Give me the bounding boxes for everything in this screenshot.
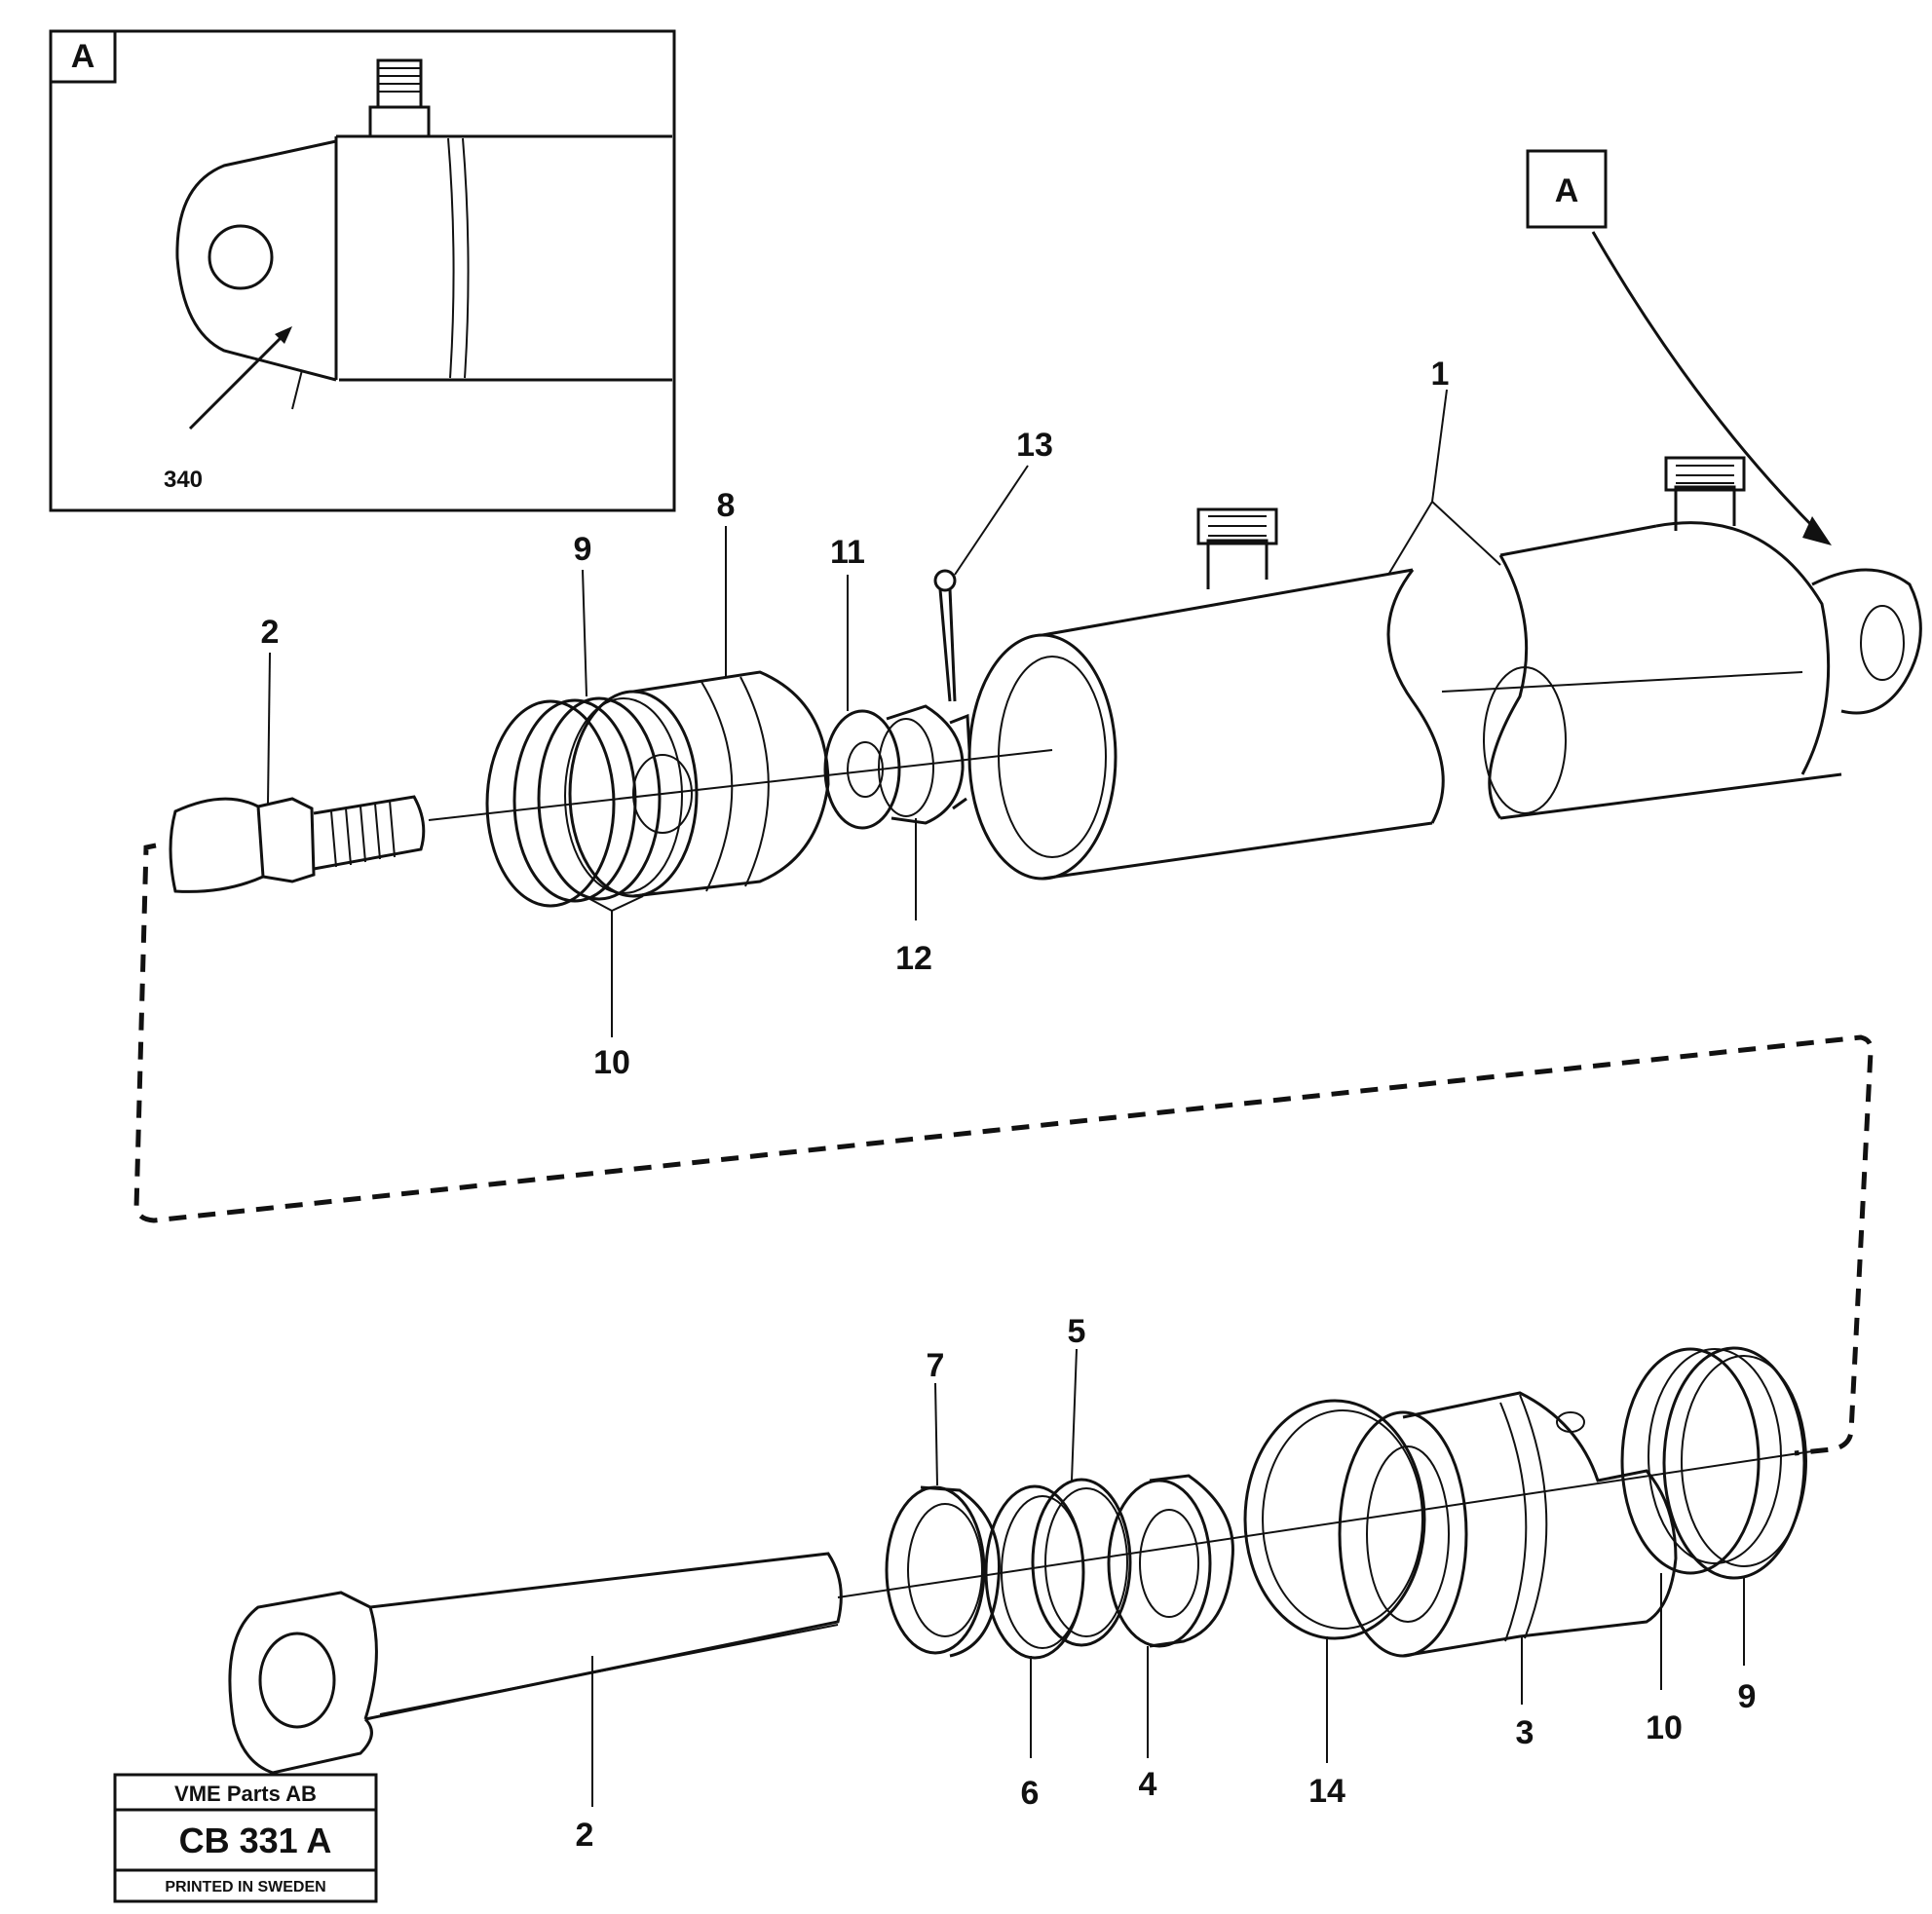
seal-rings-bottom — [1620, 1346, 1807, 1580]
washer — [823, 709, 901, 830]
main-view-flag-letter: A — [1555, 172, 1579, 209]
title-block: VME Parts AB CB 331 A PRINTED IN SWEDEN — [113, 1773, 378, 1903]
castle-nut — [878, 704, 971, 825]
callout-3: 3 — [1516, 1714, 1534, 1751]
bushing — [1107, 1474, 1234, 1648]
callout-10-bottom: 10 — [1646, 1709, 1683, 1746]
callout-2-bottom: 2 — [576, 1817, 594, 1854]
callout-7: 7 — [927, 1347, 945, 1384]
detail-ref-number: 340 — [164, 467, 203, 493]
piston-top — [568, 670, 830, 898]
callout-9-top: 9 — [574, 531, 592, 568]
cylinder-head — [1338, 1391, 1678, 1658]
cylinder-tube — [428, 456, 1922, 881]
piston-rod-bottom — [228, 1552, 843, 1775]
callout-9-bottom: 9 — [1738, 1678, 1757, 1715]
callout-10-top: 10 — [593, 1044, 630, 1081]
detail-cylinder-body — [175, 58, 672, 410]
main-view-flag: A — [1526, 149, 1832, 545]
callout-6: 6 — [1021, 1775, 1040, 1812]
detail-flag: A — [71, 38, 95, 75]
callout-2-top: 2 — [261, 614, 280, 651]
callout-4: 4 — [1139, 1766, 1157, 1803]
callout-13: 13 — [1016, 427, 1053, 464]
detail-ref-arrow — [188, 326, 292, 431]
callout-12: 12 — [895, 940, 932, 977]
guide-ring-5 — [1031, 1478, 1132, 1647]
callout-1: 1 — [1431, 356, 1450, 393]
piston-rod-end-top — [169, 795, 426, 893]
detail-a-inset: A 340 — [49, 29, 676, 512]
callout-8: 8 — [717, 487, 736, 524]
callout-5: 5 — [1068, 1313, 1086, 1350]
snap-ring-14 — [1243, 1399, 1426, 1640]
cotter-pin — [933, 569, 957, 702]
wiper-seal — [885, 1485, 1001, 1658]
assembly-dashed-line — [133, 843, 1874, 1456]
title-block-drawing-number: CB 331 A — [179, 1820, 332, 1860]
title-block-printed: PRINTED IN SWEDEN — [165, 1879, 325, 1895]
leader-lines — [267, 389, 1745, 1807]
callout-11: 11 — [830, 534, 865, 571]
seal-rings-top — [485, 696, 683, 908]
title-block-company: VME Parts AB — [174, 1782, 317, 1806]
callout-14: 14 — [1308, 1773, 1345, 1810]
